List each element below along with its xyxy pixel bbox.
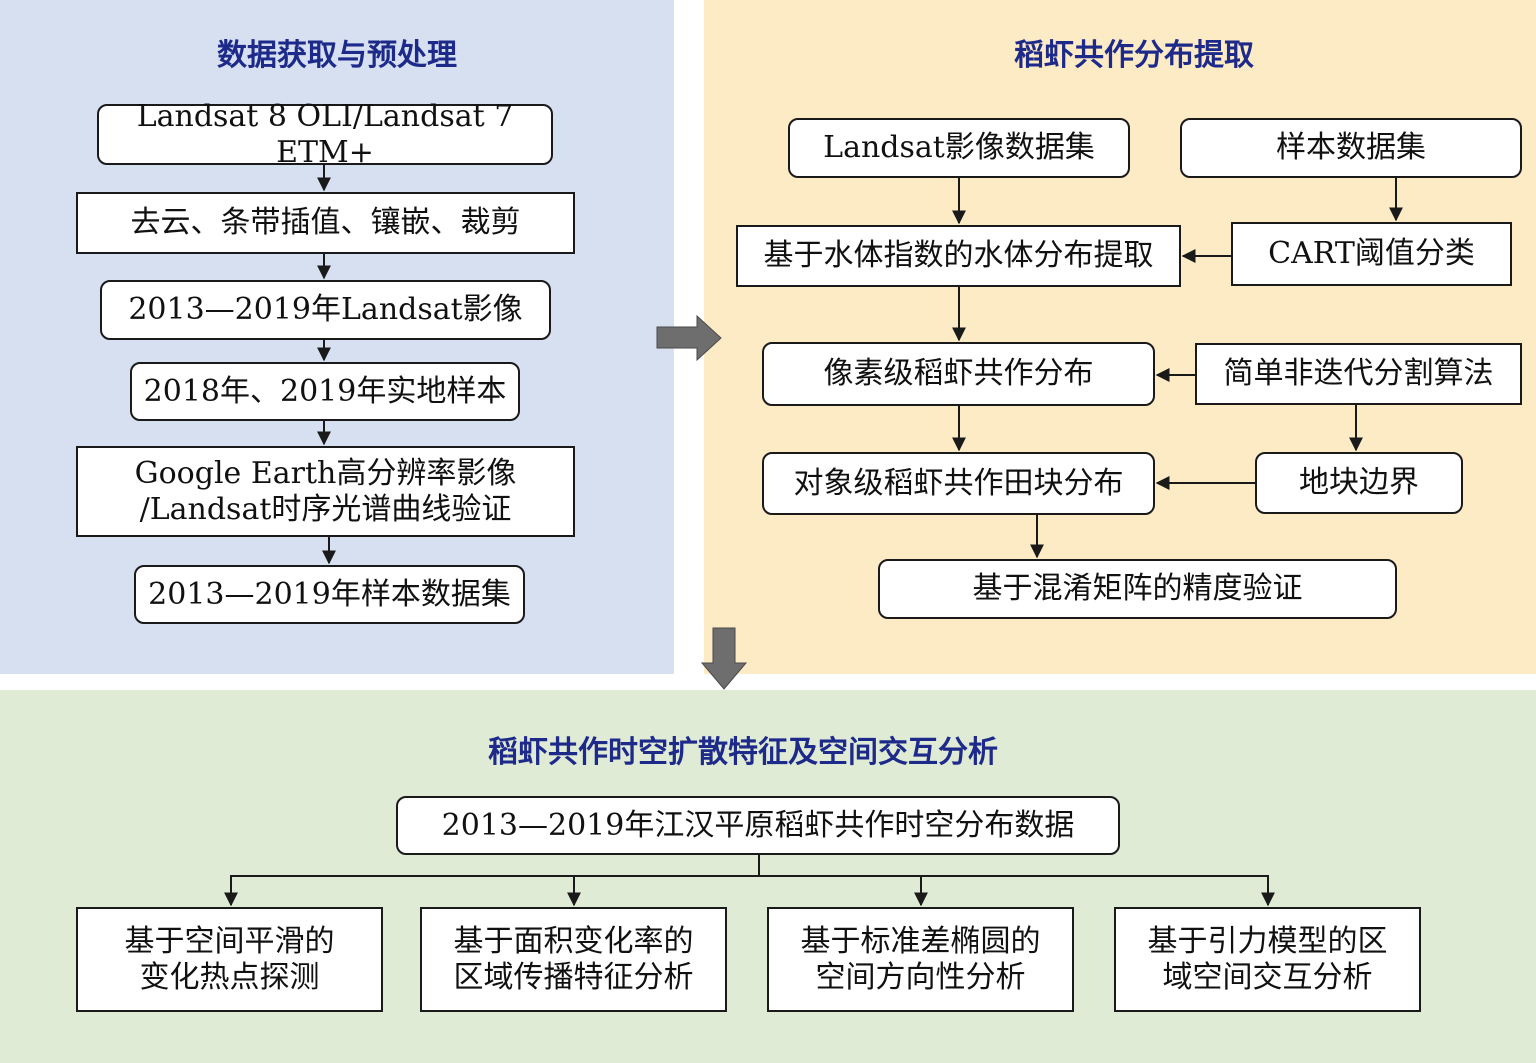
node-accuracy-validation: 基于混淆矩阵的精度验证 [878, 559, 1397, 619]
node-snic-segmentation: 简单非迭代分割算法 [1195, 343, 1522, 405]
node-landsat-images: 2013—2019年Landsat影像 [100, 280, 551, 340]
node-object-distribution: 对象级稻虾共作田块分布 [762, 452, 1155, 515]
node-distribution-data: 2013—2019年江汉平原稻虾共作时空分布数据 [396, 796, 1120, 855]
node-parcel-boundary: 地块边界 [1255, 452, 1463, 514]
node-sample-dataset-2013-2019: 2013—2019年样本数据集 [134, 565, 525, 624]
node-hotspot-detection: 基于空间平滑的 变化热点探测 [76, 907, 383, 1012]
panel-analysis-title: 稻虾共作时空扩散特征及空间交互分析 [488, 735, 998, 770]
node-field-samples: 2018年、2019年实地样本 [130, 362, 520, 421]
node-water-extraction: 基于水体指数的水体分布提取 [736, 225, 1181, 287]
node-landsat-sensors: Landsat 8 OLI/Landsat 7 ETM+ [97, 99, 553, 170]
node-direction-analysis: 基于标准差椭圆的 空间方向性分析 [767, 907, 1074, 1012]
node-sample-dataset: 样本数据集 [1180, 118, 1522, 178]
node-landsat-dataset: Landsat影像数据集 [788, 118, 1130, 178]
node-propagation-analysis: 基于面积变化率的 区域传播特征分析 [420, 907, 727, 1012]
panel-extract-title: 稻虾共作分布提取 [1014, 38, 1254, 73]
panel-data-title: 数据获取与预处理 [217, 38, 457, 73]
node-pixel-distribution: 像素级稻虾共作分布 [762, 342, 1155, 406]
node-validation: Google Earth高分辨率影像 /Landsat时序光谱曲线验证 [76, 446, 575, 537]
node-cart-threshold: CART阈值分类 [1231, 222, 1512, 286]
node-interaction-analysis: 基于引力模型的区 域空间交互分析 [1114, 907, 1421, 1012]
node-preprocess: 去云、条带插值、镶嵌、裁剪 [76, 192, 575, 254]
